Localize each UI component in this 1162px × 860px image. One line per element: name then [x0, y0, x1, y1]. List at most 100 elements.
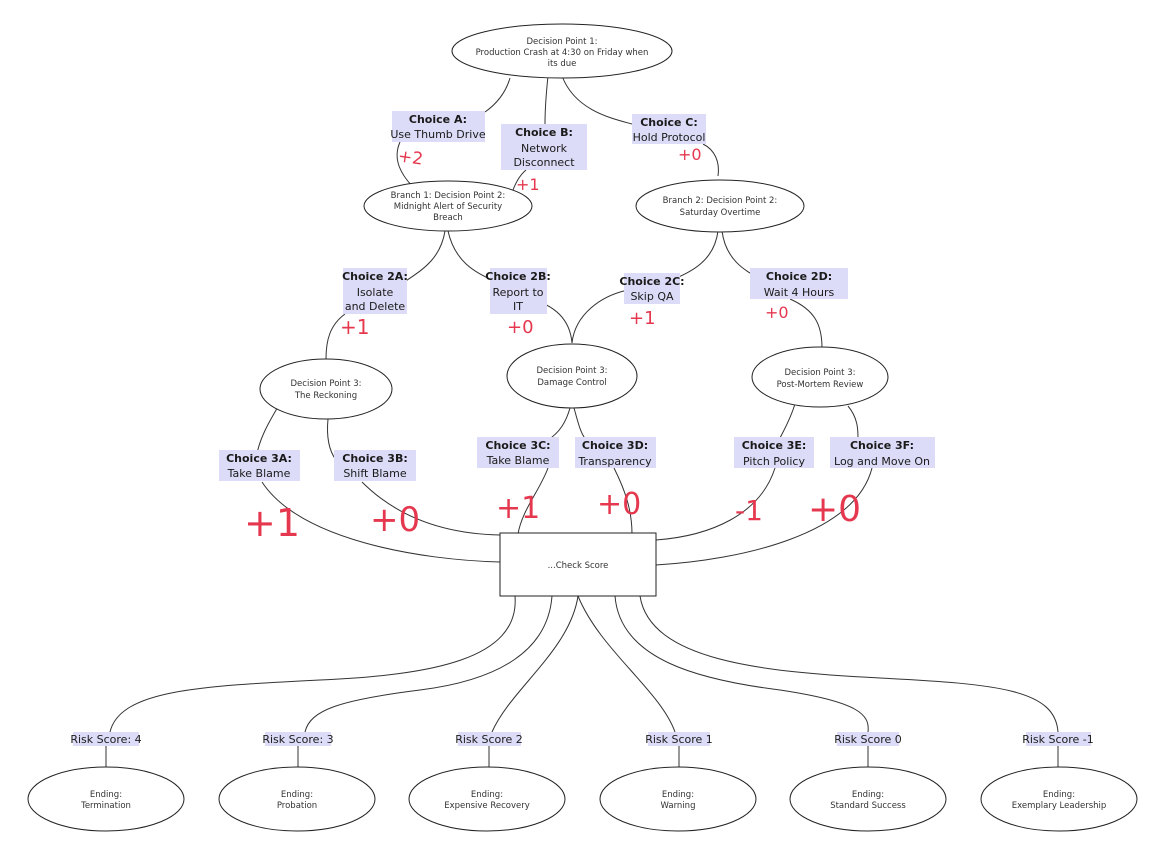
- choice-3f-title: Choice 3F:: [850, 439, 914, 452]
- ending-3-line-2: Expensive Recovery: [444, 801, 530, 811]
- risk-score-3-label[interactable]: Risk Score: 3: [262, 732, 334, 746]
- branch2-line-1: Branch 2: Decision Point 2:: [663, 196, 778, 206]
- dp3-post-mortem-review[interactable]: Decision Point 3: Post-Mortem Review: [751, 346, 889, 408]
- edge-3c-check: [517, 467, 549, 535]
- ending-4-line-1: Ending:: [662, 790, 694, 800]
- annotation-choice-a: +2: [397, 146, 425, 169]
- choice-3a-label[interactable]: Choice 3A: Take Blame: [219, 450, 300, 481]
- dp3-the-reckoning[interactable]: Decision Point 3: The Reckoning: [259, 358, 393, 420]
- dp3-mid-line-1: Decision Point 3:: [537, 366, 608, 376]
- ending-5-line-2: Standard Success: [830, 801, 906, 811]
- choice-3e-title: Choice 3E:: [742, 439, 807, 452]
- choice-2a-label[interactable]: Choice 2A: Isolate and Delete: [342, 268, 408, 314]
- ending-2-line-2: Probation: [277, 801, 317, 811]
- choice-3b-text: Shift Blame: [343, 467, 407, 480]
- choice-b-text-2: Disconnect: [513, 156, 575, 169]
- choice-2a-text-1: Isolate: [357, 286, 394, 299]
- dp3-right-line-2: Post-Mortem Review: [777, 380, 864, 390]
- check-score-box[interactable]: ...Check Score: [499, 532, 657, 597]
- edge-dp3-mid-3d: [573, 407, 587, 441]
- choice-a-title: Choice A:: [409, 113, 467, 126]
- edge-root-choice-b: [544, 75, 549, 125]
- ending-standard-success[interactable]: Ending: Standard Success: [789, 766, 947, 832]
- edge-check-risk0: [614, 595, 869, 733]
- edge-check-risk2: [491, 595, 579, 733]
- edge-dp3-mid-3c: [547, 407, 571, 441]
- branch1-line-1: Branch 1: Decision Point 2:: [391, 191, 506, 201]
- ending-3-line-1: Ending:: [471, 790, 503, 800]
- choice-2c-text: Skip QA: [630, 290, 674, 303]
- ending-probation[interactable]: Ending: Probation: [218, 766, 376, 832]
- annotation-choice-3c: +1: [496, 491, 540, 526]
- risk-score-0-label[interactable]: Risk Score 0: [834, 732, 902, 746]
- ending-expensive-recovery[interactable]: Ending: Expensive Recovery: [408, 766, 566, 832]
- branch2-line-2: Saturday Overtime: [680, 208, 761, 218]
- branch-2-decision-point-2[interactable]: Branch 2: Decision Point 2: Saturday Ove…: [635, 179, 805, 233]
- edge-choice-c-branch2: [702, 143, 719, 177]
- edge-root-choice-c: [561, 75, 633, 125]
- choice-a-text: Use Thumb Drive: [390, 128, 485, 141]
- choice-3b-label[interactable]: Choice 3B: Shift Blame: [334, 450, 416, 481]
- choice-3f-label[interactable]: Choice 3F: Log and Move On: [830, 437, 935, 468]
- risk-score-4-label[interactable]: Risk Score: 4: [70, 732, 142, 746]
- edge-2c-dp3-mid: [571, 289, 629, 344]
- choice-a-label[interactable]: Choice A: Use Thumb Drive: [390, 111, 486, 142]
- dp3-damage-control[interactable]: Decision Point 3: Damage Control: [506, 343, 638, 409]
- annotation-choice-3d: +0: [597, 487, 641, 522]
- risk-score-0-text: Risk Score 0: [834, 733, 902, 746]
- choice-3d-title: Choice 3D:: [582, 439, 648, 452]
- dp1-line-2: Production Crash at 4:30 on Friday when: [476, 48, 649, 58]
- choice-3d-label[interactable]: Choice 3D: Transparency: [575, 437, 656, 468]
- choice-2b-label[interactable]: Choice 2B: Report to IT: [485, 268, 551, 314]
- risk-score-2-text: Risk Score 2: [455, 733, 523, 746]
- risk-score-neg1-label[interactable]: Risk Score -1: [1022, 732, 1094, 746]
- choice-b-label[interactable]: Choice B: Network Disconnect: [501, 124, 587, 170]
- choice-2c-label[interactable]: Choice 2C: Skip QA: [619, 273, 685, 304]
- choice-3a-text: Take Blame: [227, 467, 291, 480]
- dp3-left-line-2: The Reckoning: [294, 391, 357, 401]
- choice-3c-label[interactable]: Choice 3C: Take Blame: [477, 437, 559, 468]
- choice-b-text-1: Network: [521, 142, 568, 155]
- branch1-line-2: Midnight Alert of Security: [394, 202, 502, 212]
- branch-1-decision-point-2[interactable]: Branch 1: Decision Point 2: Midnight Ale…: [363, 180, 533, 232]
- ending-6-line-2: Exemplary Leadership: [1012, 801, 1107, 811]
- dp1-line-3: its due: [548, 59, 577, 69]
- ending-1-line-1: Ending:: [90, 790, 122, 800]
- edge-branch2-2c: [671, 230, 719, 281]
- edge-3e-check: [655, 467, 776, 541]
- annotation-choice-2a: +1: [340, 315, 369, 339]
- annotation-choice-2d: +0: [765, 303, 789, 322]
- choice-b-title: Choice B:: [515, 126, 573, 139]
- annotation-choice-2c: +1: [629, 308, 656, 329]
- risk-score-3-text: Risk Score: 3: [262, 733, 333, 746]
- risk-score-neg1-text: Risk Score -1: [1022, 733, 1094, 746]
- choice-2d-label[interactable]: Choice 2D: Wait 4 Hours: [750, 268, 848, 299]
- choice-3c-title: Choice 3C:: [485, 439, 550, 452]
- choice-c-label[interactable]: Choice C: Hold Protocol: [632, 114, 706, 144]
- choice-c-title: Choice C:: [640, 116, 698, 129]
- ending-6-line-1: Ending:: [1043, 790, 1075, 800]
- annotation-choice-3b: +0: [370, 500, 420, 540]
- edge-3f-check: [655, 467, 873, 566]
- ending-termination[interactable]: Ending: Termination: [27, 766, 185, 832]
- choice-2d-text: Wait 4 Hours: [764, 286, 835, 299]
- annotation-choice-b: +1: [516, 175, 540, 194]
- risk-score-2-label[interactable]: Risk Score 2: [455, 732, 523, 746]
- ending-warning[interactable]: Ending: Warning: [599, 766, 757, 832]
- risk-score-1-label[interactable]: Risk Score 1: [645, 732, 713, 746]
- annotation-choice-3e: -1: [735, 494, 763, 527]
- branch1-line-3: Breach: [433, 213, 463, 223]
- edge-3d-check: [613, 467, 633, 535]
- ending-exemplary-leadership[interactable]: Ending: Exemplary Leadership: [980, 766, 1138, 832]
- choice-2b-text-1: Report to: [492, 286, 543, 299]
- decision-point-1[interactable]: Decision Point 1: Production Crash at 4:…: [451, 23, 673, 79]
- edge-branch1-2b: [447, 230, 493, 281]
- dp3-mid-line-2: Damage Control: [537, 378, 606, 388]
- annotation-choice-2b: +0: [507, 317, 534, 338]
- choice-2b-text-2: IT: [513, 300, 523, 313]
- choice-3e-label[interactable]: Choice 3E: Pitch Policy: [734, 437, 814, 468]
- risk-score-1-text: Risk Score 1: [645, 733, 713, 746]
- choice-3d-text: Transparency: [577, 455, 652, 468]
- choice-3e-text: Pitch Policy: [743, 455, 805, 468]
